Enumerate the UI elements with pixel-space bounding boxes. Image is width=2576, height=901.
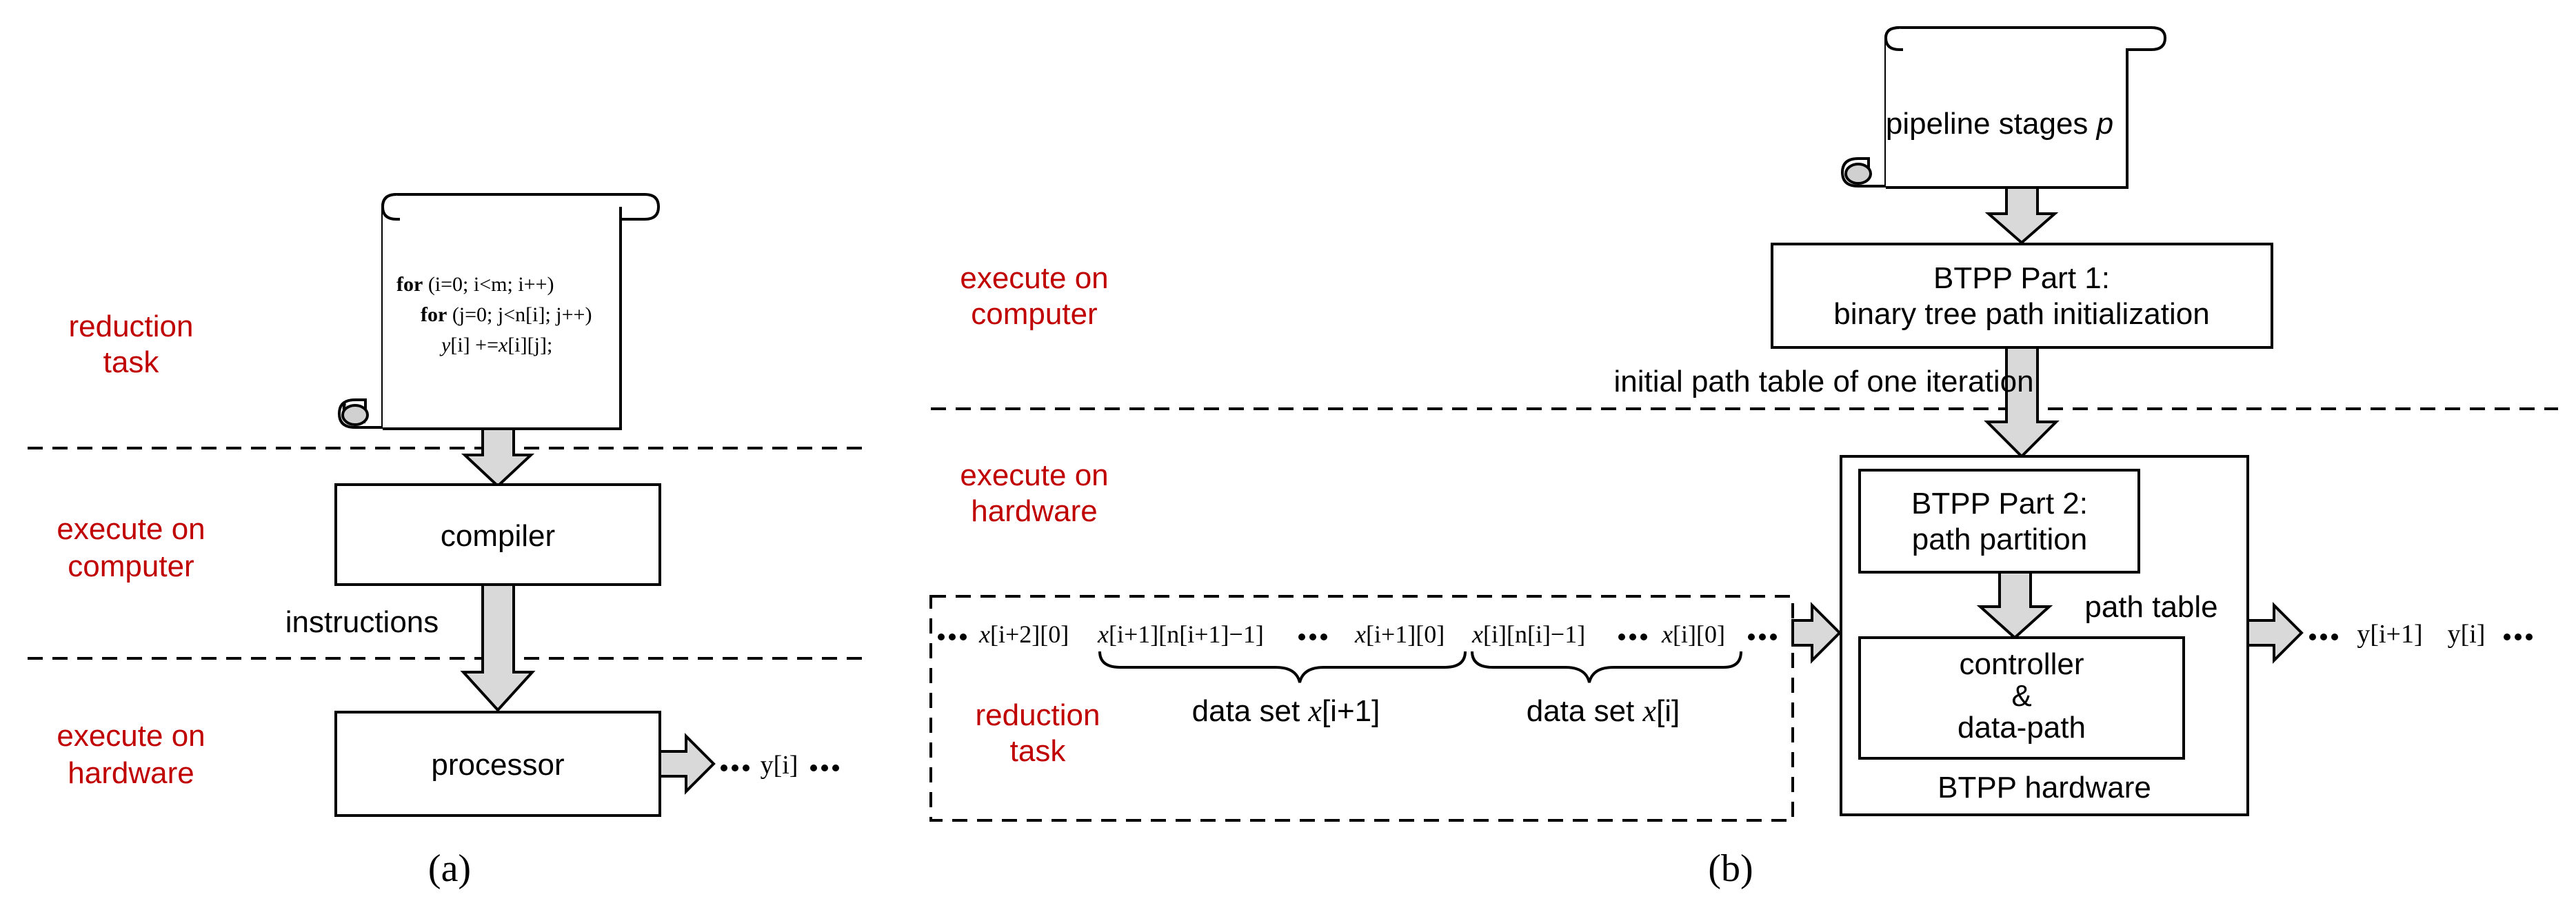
ampersand-label: & xyxy=(2011,679,2031,713)
code-scroll xyxy=(337,193,661,430)
processor-box xyxy=(334,711,661,817)
ellipsis-dot xyxy=(732,765,738,771)
ellipsis-dot xyxy=(1298,634,1305,640)
ellipsis-dot xyxy=(1320,634,1327,640)
datapath-label: data-path xyxy=(1958,711,2086,745)
lane-label-computer-line1: execute on xyxy=(57,512,205,546)
lane-label-reduction-task-line1: reduction xyxy=(68,310,193,343)
initial-path-table-label: initial path table of one iteration xyxy=(1613,365,2033,398)
output-arrow xyxy=(2246,602,2304,664)
ellipsis-dot xyxy=(1748,634,1755,640)
output-y-i: y[i] xyxy=(2448,620,2486,649)
ellipsis-dot xyxy=(949,634,956,640)
panel-a-caption: (a) xyxy=(428,847,471,890)
panel-b: pipeline stages p execute on computer ex… xyxy=(929,26,2558,890)
stream-item-x-i1-last: x[i+1][n[i+1]−1] xyxy=(1097,620,1264,648)
output-arrow xyxy=(658,733,716,795)
btpp-part1-subtitle: binary tree path initialization xyxy=(1833,297,2209,331)
ellipsis-dot xyxy=(1759,634,1766,640)
ellipsis-dot xyxy=(743,765,749,771)
ellipsis-dot xyxy=(2515,634,2522,640)
compiler-box xyxy=(334,483,661,586)
brace-dataset-cur xyxy=(1471,651,1742,683)
ellipsis-dot xyxy=(721,765,727,771)
controller-label: controller xyxy=(1960,647,2084,681)
output-y-i: y[i] xyxy=(761,751,798,780)
lane-label-hardware-line1: execute on xyxy=(960,458,1108,492)
path-table-label: path table xyxy=(2084,590,2217,624)
pipeline-scroll xyxy=(1840,26,2167,189)
instructions-label: instructions xyxy=(285,605,439,639)
lane-label-computer-line2: computer xyxy=(68,549,194,583)
btpp-part2-box xyxy=(1858,469,2140,574)
code-line-1: for (i=0; i<m; i++) xyxy=(396,273,554,296)
lane-label-computer-line2: computer xyxy=(971,297,1097,331)
stream-item-x-i-last: x[i][n[i]−1] xyxy=(1471,620,1585,648)
lane-label-hardware-line1: execute on xyxy=(57,719,205,753)
ellipsis-dot xyxy=(832,765,839,771)
lane-label-hardware-line2: hardware xyxy=(68,756,194,790)
reduction-task-box xyxy=(929,595,1794,822)
ellipsis-dot xyxy=(810,765,817,771)
output-y-i-plus-1: y[i+1] xyxy=(2357,620,2422,649)
controller-datapath-box xyxy=(1858,636,2185,760)
ellipsis-dot xyxy=(938,634,945,640)
initial-path-table-arrow xyxy=(1984,346,2060,458)
instructions-arrow xyxy=(460,583,536,712)
ellipsis-dot xyxy=(1629,634,1636,640)
ellipsis-dot xyxy=(1309,634,1316,640)
btpp-hardware-label: BTPP hardware xyxy=(1938,771,2151,804)
reduction-task-line1: reduction xyxy=(975,698,1100,732)
ellipsis-dot xyxy=(2526,634,2533,640)
processor-label: processor xyxy=(431,748,564,782)
down-arrow xyxy=(461,427,535,488)
brace-dataset-next xyxy=(1098,651,1467,683)
panel-b-caption: (b) xyxy=(1708,847,1753,890)
ellipsis-dot xyxy=(1770,634,1777,640)
path-table-arrow xyxy=(1976,571,2053,640)
lane-label-reduction-task-line2: task xyxy=(103,345,160,379)
ellipsis-dot xyxy=(821,765,828,771)
ellipsis-dot xyxy=(2331,634,2338,640)
stream-item-x-i-0: x[i][0] xyxy=(1661,620,1725,648)
ellipsis-dot xyxy=(2504,634,2510,640)
ellipsis-dot xyxy=(1618,634,1625,640)
pipeline-stages-label: pipeline stages p xyxy=(1886,107,2113,141)
ellipsis-dot xyxy=(2309,634,2316,640)
compiler-label: compiler xyxy=(441,519,555,553)
lane-label-computer-line1: execute on xyxy=(960,261,1108,295)
dataset-cur-label: data set x[i] xyxy=(1527,694,1680,728)
stream-item-x-i2-0: x[i+2][0] xyxy=(978,620,1069,648)
code-line-2: for (j=0; j<n[i]; j++) xyxy=(421,303,592,326)
panel-a: reduction task execute on computer execu… xyxy=(28,193,862,890)
stream-item-x-i1-0: x[i+1][0] xyxy=(1354,620,1445,648)
ellipsis-dot xyxy=(1640,634,1647,640)
code-line-3: y[i] +=x[i][j]; xyxy=(439,334,552,356)
down-arrow xyxy=(1984,186,2059,245)
btpp-part1-title: BTPP Part 1: xyxy=(1933,261,2110,295)
input-arrow xyxy=(1791,602,1842,664)
reduction-task-line2: task xyxy=(1010,734,1067,768)
btpp-part2-title: BTPP Part 2: xyxy=(1911,487,2088,520)
btpp-part2-subtitle: path partition xyxy=(1912,523,2087,556)
dataset-next-label: data set x[i+1] xyxy=(1192,694,1380,728)
ellipsis-dot xyxy=(960,634,967,640)
ellipsis-dot xyxy=(2320,634,2327,640)
btpp-part1-box xyxy=(1771,243,2273,349)
lane-label-hardware-line2: hardware xyxy=(971,494,1097,528)
